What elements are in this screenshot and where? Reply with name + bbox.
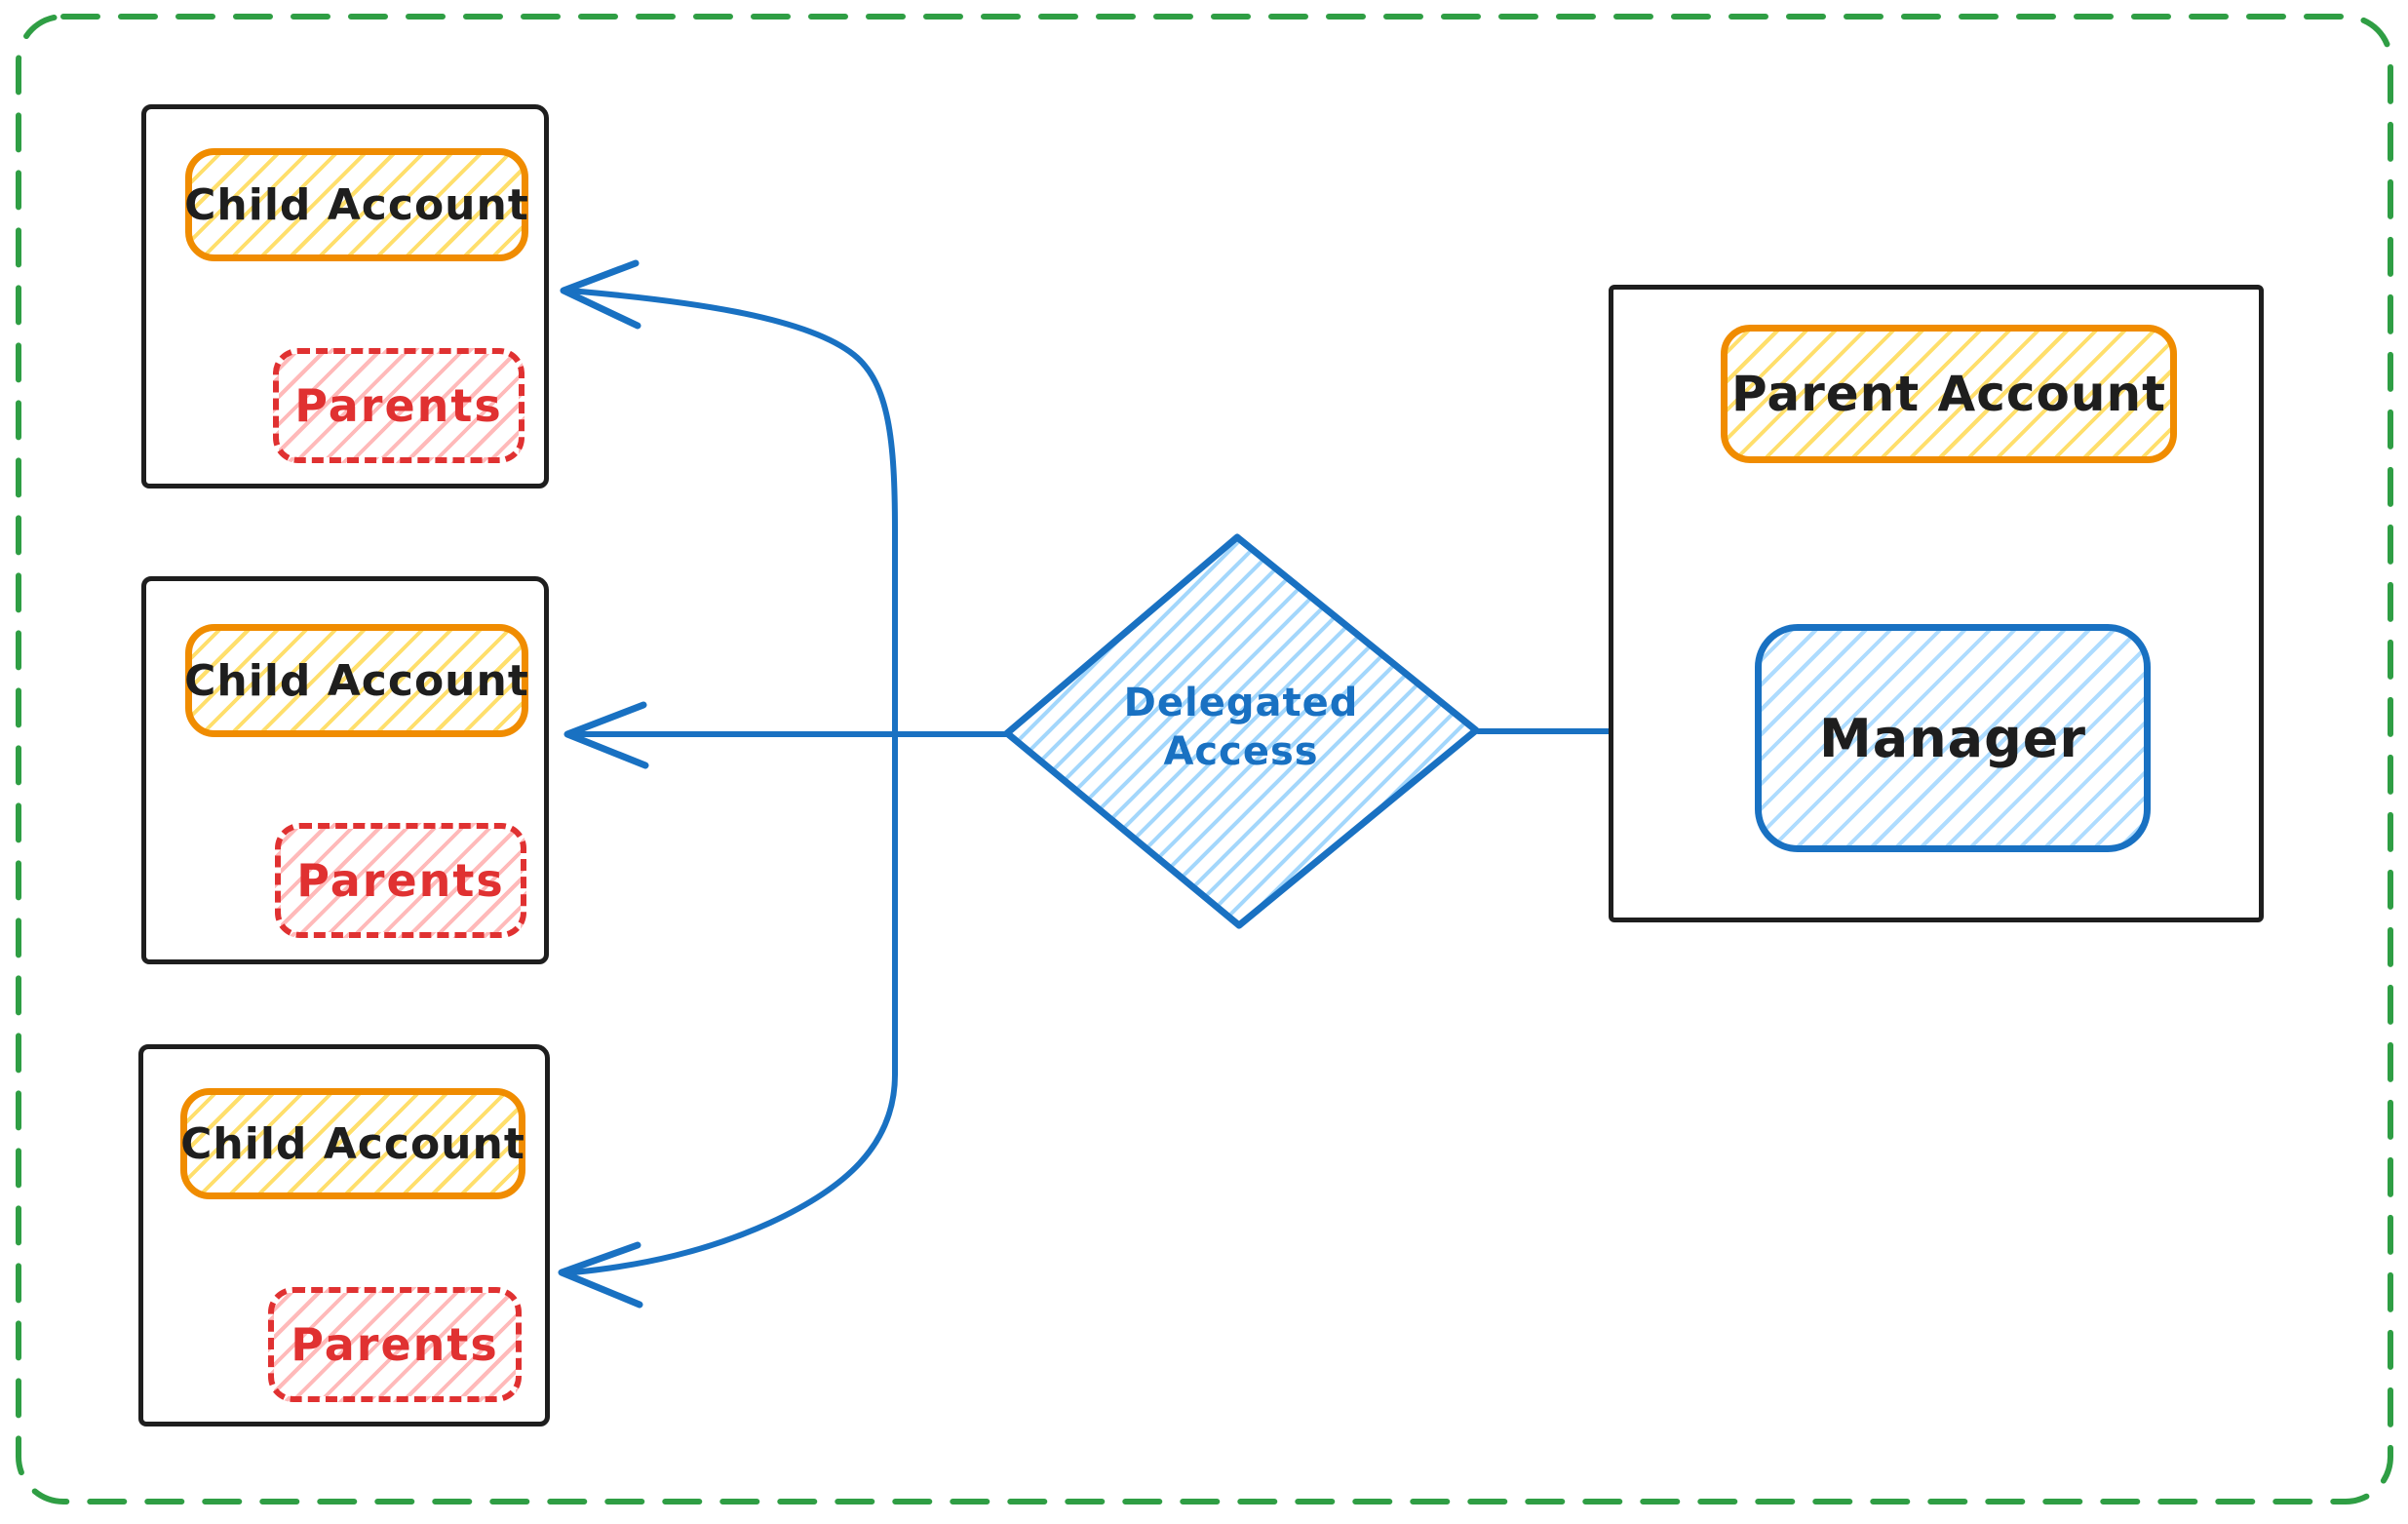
arrow-to-child-2-head xyxy=(563,701,649,769)
arrow-to-child-3-curve xyxy=(570,719,898,1275)
arrow-to-child-1-curve xyxy=(566,288,898,746)
parents-label-2: Parents xyxy=(296,854,505,907)
child-account-pill-1: Child Account xyxy=(184,148,529,261)
parents-box-3: Parents xyxy=(268,1287,522,1402)
parents-label-3: Parents xyxy=(291,1318,499,1371)
child-account-pill-3: Child Account xyxy=(180,1088,525,1199)
parent-account-box: Parent Account Manager xyxy=(1609,285,2264,922)
child-account-box-2: Child Account Parents xyxy=(141,576,549,964)
child-account-box-1: Child Account Parents xyxy=(141,104,549,488)
delegated-access-diamond xyxy=(1003,533,1480,929)
arrow-to-child-1-head xyxy=(560,259,641,330)
parent-account-label: Parent Account xyxy=(1731,366,2166,422)
arrow-to-child-3-head xyxy=(558,1241,643,1309)
canvas-dashed-border xyxy=(16,14,2393,1504)
child-account-label-1: Child Account xyxy=(184,179,529,230)
child-account-label-3: Child Account xyxy=(180,1118,525,1169)
child-account-box-3: Child Account Parents xyxy=(138,1044,550,1426)
parents-box-2: Parents xyxy=(275,823,526,938)
parent-account-pill: Parent Account xyxy=(1721,325,2177,463)
delegated-access-label: Delegated Access xyxy=(1123,681,1359,774)
manager-label: Manager xyxy=(1819,707,2086,769)
manager-box: Manager xyxy=(1755,624,2151,852)
child-account-pill-2: Child Account xyxy=(184,624,529,737)
parents-box-1: Parents xyxy=(273,348,524,463)
parents-label-1: Parents xyxy=(294,379,503,432)
child-account-label-2: Child Account xyxy=(184,655,529,706)
